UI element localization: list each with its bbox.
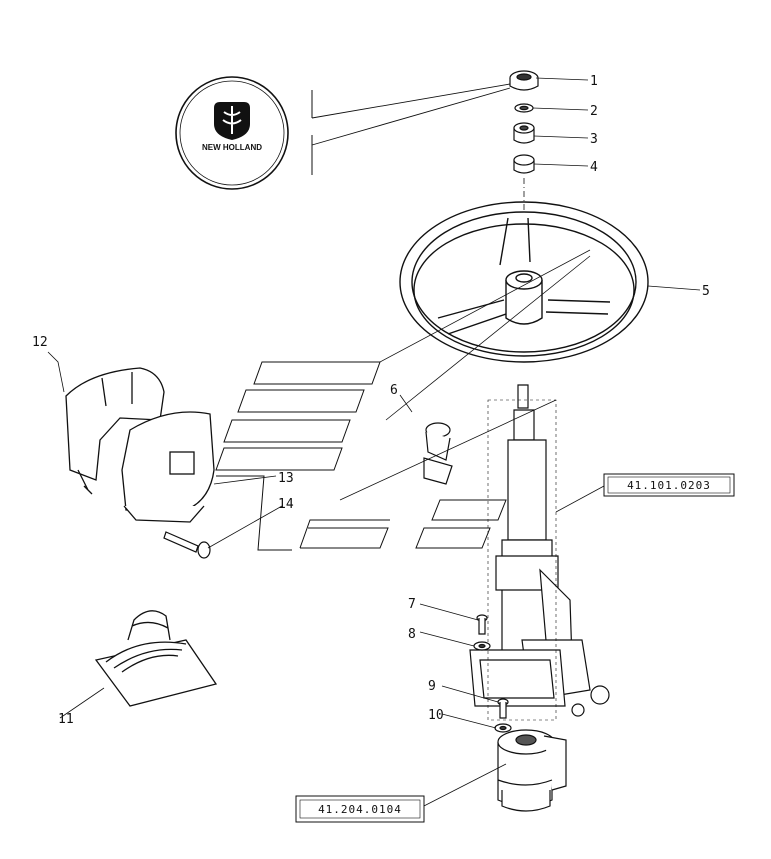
callout-2: 2 xyxy=(590,104,598,119)
new-holland-logo-icon: NEW HOLLAND xyxy=(175,76,289,190)
nut-part xyxy=(513,122,535,144)
bolt-7-part xyxy=(476,614,488,635)
washer-10-part xyxy=(494,723,512,733)
bolt-9-part xyxy=(497,698,509,719)
reference-box-steering-column[interactable]: 41.101.0203 xyxy=(603,473,735,497)
steering-wheel-icon xyxy=(399,201,649,363)
callout-11: 11 xyxy=(58,712,74,727)
callout-13: 13 xyxy=(278,471,294,486)
callout-14: 14 xyxy=(278,497,294,512)
leader-lines xyxy=(47,77,701,809)
callout-6: 6 xyxy=(390,383,398,398)
lever-part xyxy=(423,422,453,485)
callout-4: 4 xyxy=(590,160,598,175)
callout-12: 12 xyxy=(32,335,48,350)
steering-pump-part xyxy=(497,729,567,812)
callout-5: 5 xyxy=(702,284,710,299)
spacer-part xyxy=(513,154,535,174)
gear-boot-part xyxy=(94,610,218,707)
callout-8: 8 xyxy=(408,627,416,642)
reference-box-steering-pump[interactable]: 41.204.0104 xyxy=(295,795,425,823)
reference-steering-column[interactable]: 41.101.0203 xyxy=(627,479,711,492)
reference-steering-pump[interactable]: 41.204.0104 xyxy=(318,803,402,816)
background-panels xyxy=(215,361,507,551)
callout-3: 3 xyxy=(590,132,598,147)
steering-column-icon xyxy=(469,384,610,717)
column-shroud-part xyxy=(65,367,215,523)
hub-cap-part xyxy=(509,70,539,91)
washer-8-part xyxy=(473,641,491,651)
callout-7: 7 xyxy=(408,597,416,612)
callout-9: 9 xyxy=(428,679,436,694)
washer-part xyxy=(514,103,534,113)
callout-1: 1 xyxy=(590,74,598,89)
bolt-part xyxy=(163,531,211,559)
logo-brand-text: NEW HOLLAND xyxy=(202,143,262,152)
callout-10: 10 xyxy=(428,708,444,723)
